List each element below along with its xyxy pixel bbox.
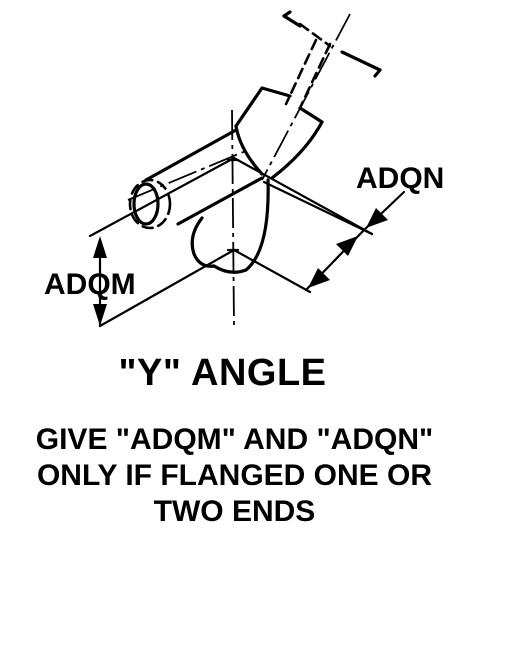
y-angle-drawing: ADQM ADQN bbox=[44, 10, 444, 328]
label-adqm: ADQM bbox=[44, 268, 136, 301]
run-centerline bbox=[127, 149, 249, 201]
note-line-2: ONLY IF FLANGED ONE OR bbox=[36, 459, 433, 492]
note-line-1: GIVE "ADQM" AND "ADQN" bbox=[35, 423, 434, 456]
adqm-dimension bbox=[93, 236, 107, 328]
left-end-flange bbox=[128, 178, 172, 230]
note-line-3: TWO ENDS bbox=[153, 495, 316, 528]
adqn-dimension bbox=[304, 190, 406, 292]
label-adqn: ADQN bbox=[356, 162, 444, 195]
vertical-centerline bbox=[231, 109, 235, 327]
upper-branch-dashed bbox=[261, 10, 382, 181]
fitting-body bbox=[144, 86, 324, 274]
figure-note: GIVE "ADQM" AND "ADQN" ONLY IF FLANGED O… bbox=[0, 422, 487, 530]
figure-title: "Y" ANGLE bbox=[118, 352, 327, 394]
extension-lines bbox=[88, 156, 374, 328]
